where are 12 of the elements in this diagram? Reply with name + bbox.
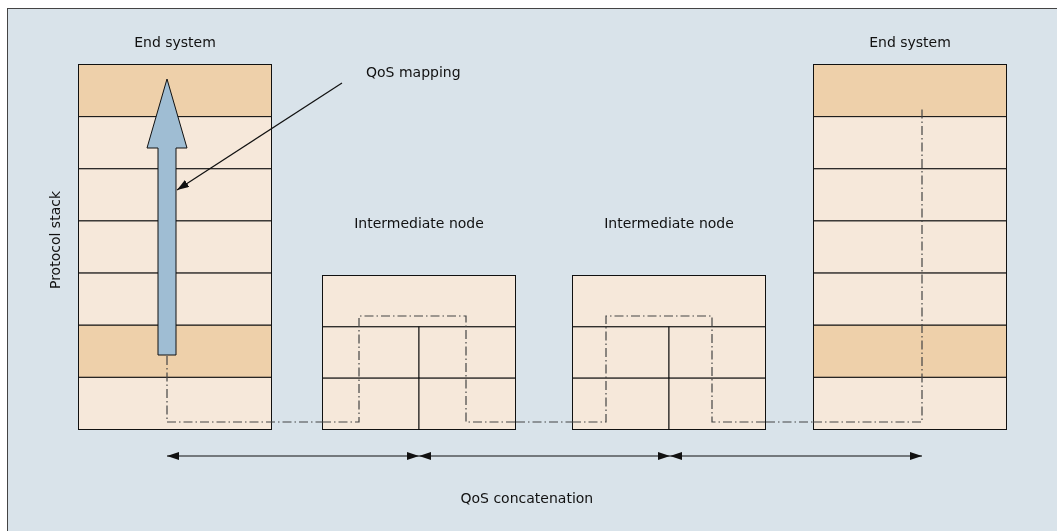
axis-label: Protocol stack [46, 191, 64, 289]
dimension-label: QoS concatenation [460, 489, 594, 508]
callout-text: QoS mapping [366, 62, 461, 82]
stack-title: Intermediate node [603, 214, 735, 233]
stack-title: Intermediate node [353, 214, 485, 233]
stack-title: End system [133, 33, 217, 52]
leader-line [176, 82, 343, 191]
stack-title: End system [868, 33, 952, 52]
block-arrow [146, 78, 188, 356]
dash-dot-line [166, 355, 323, 423]
dash-dot-line [515, 421, 573, 423]
dash-dot-line [765, 421, 814, 423]
